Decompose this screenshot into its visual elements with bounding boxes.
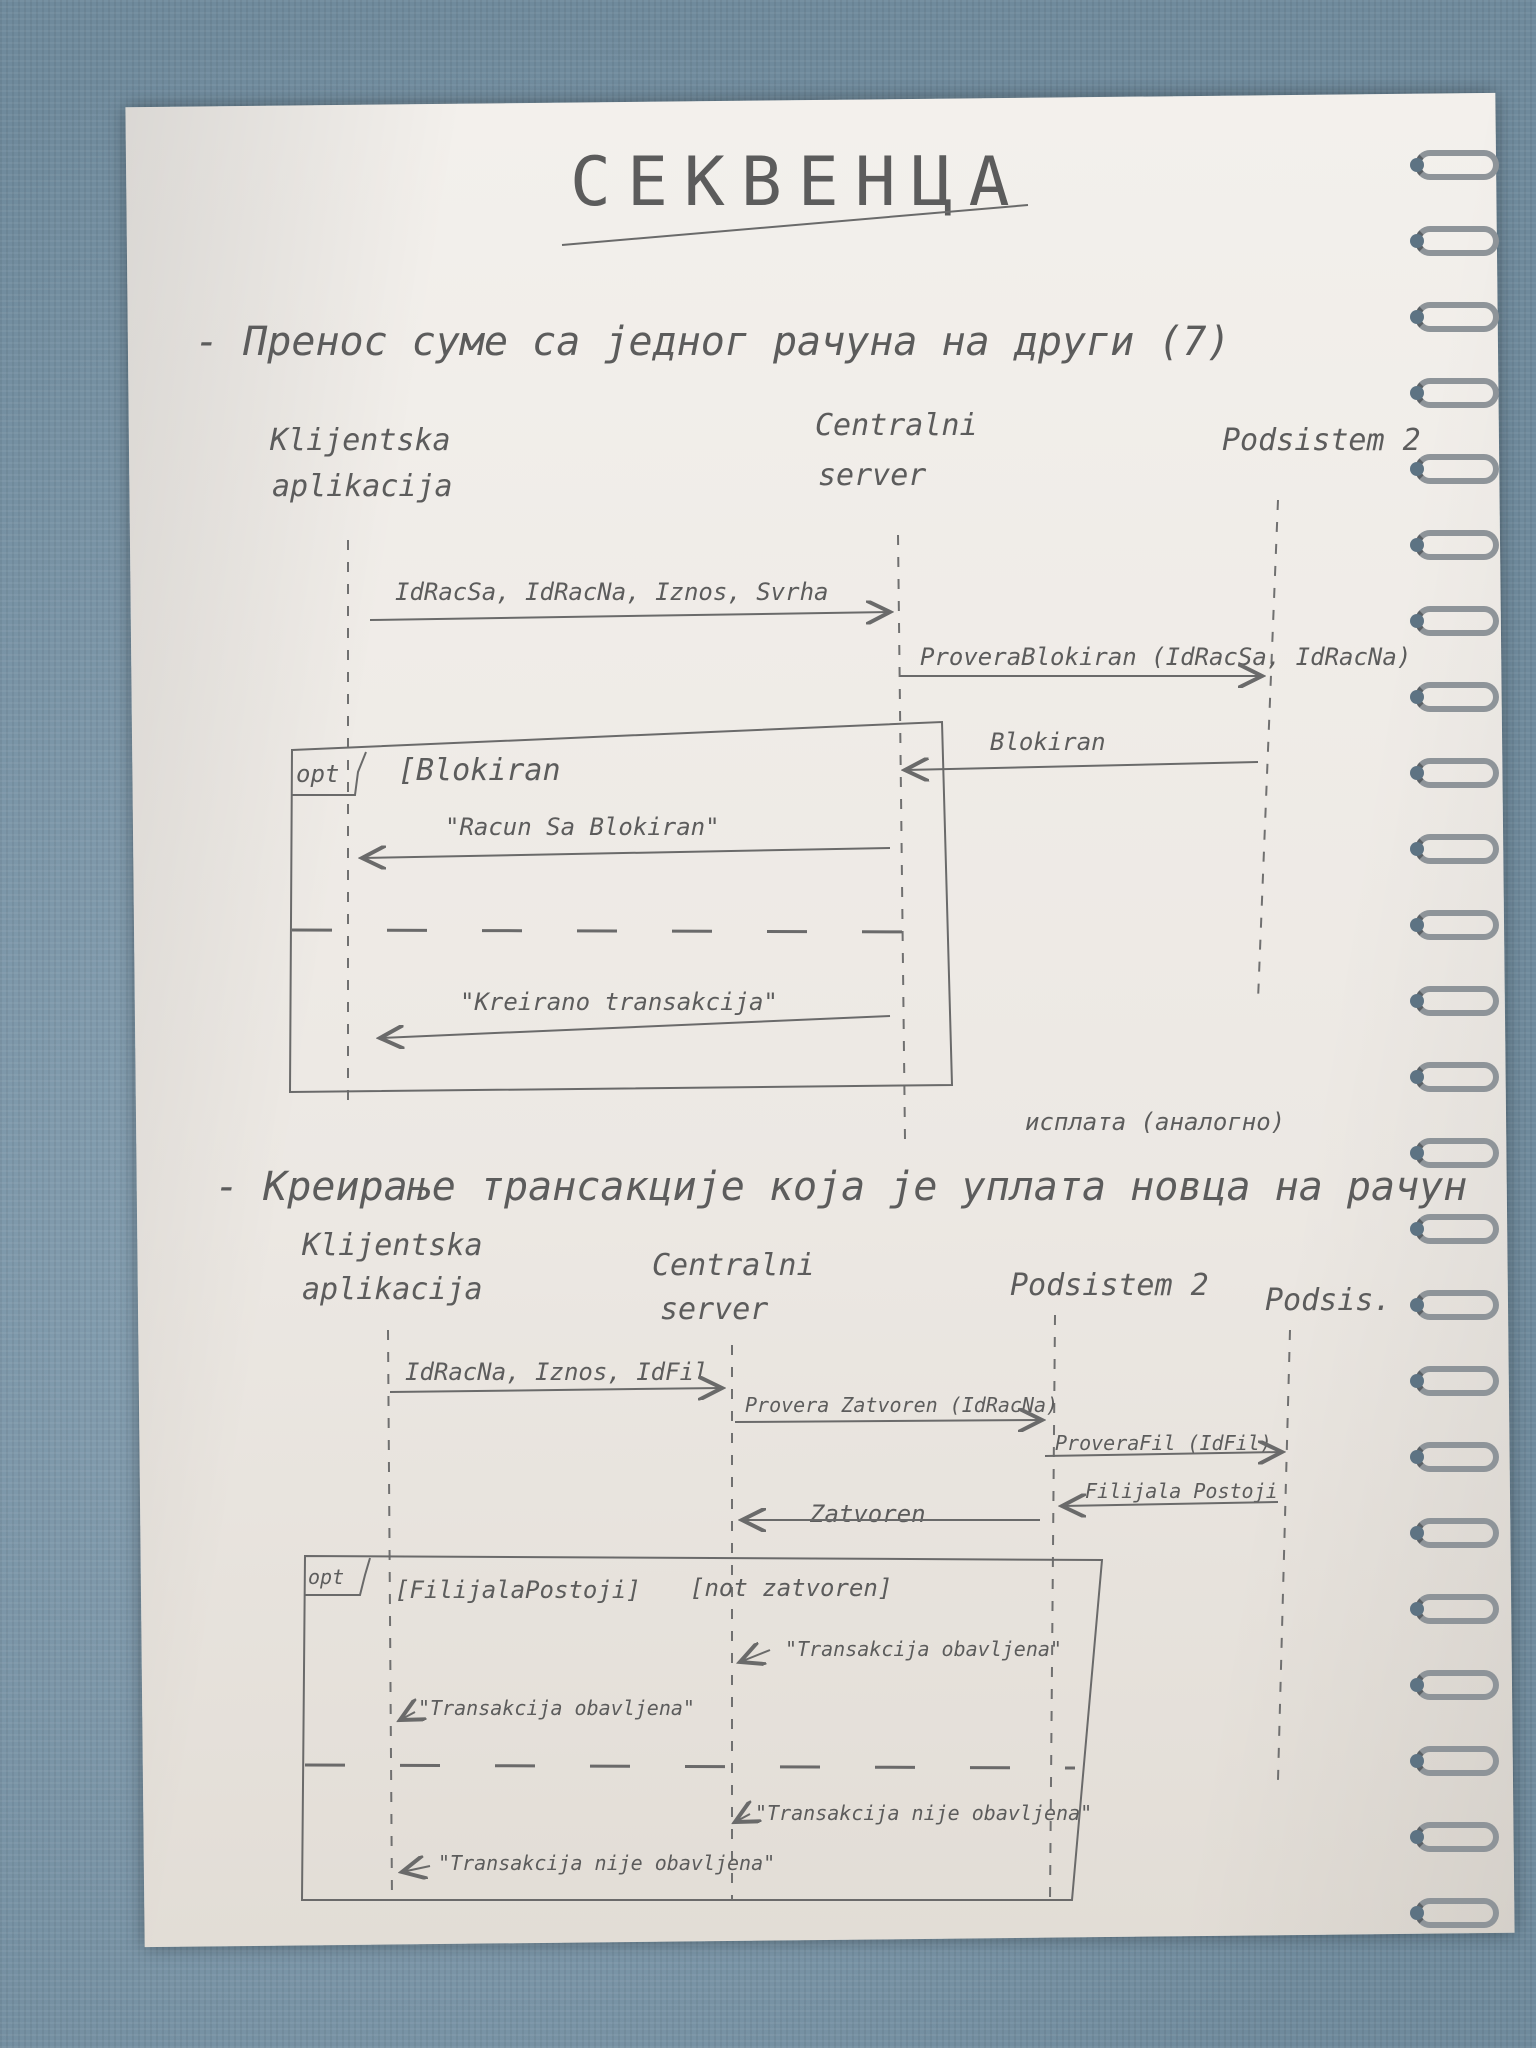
binding-hole <box>1410 1526 1424 1540</box>
s2-reply-3: "Transakcija nije obavljena" <box>755 1801 1092 1825</box>
s2-message-2: Provera Zatvoren (IdRacNa) <box>745 1393 1058 1417</box>
s2-server-line2: server <box>660 1292 768 1327</box>
s1-server-line2: server <box>818 458 926 493</box>
binding-hole <box>1410 842 1424 856</box>
s2-reply-arrow-3 <box>735 1814 750 1822</box>
binding-hole <box>1410 1450 1424 1464</box>
binding-hole <box>1410 234 1424 248</box>
s1-lifeline-podsistem-label: Podsistem 2 <box>1222 423 1421 458</box>
s2-reply-arrow-1 <box>740 1650 771 1662</box>
s2-arrow-3 <box>1044 1452 1282 1456</box>
binding-hole <box>1410 1070 1424 1084</box>
s2-server-line1: Centralni <box>652 1248 815 1283</box>
s2-arrow-2 <box>734 1420 1042 1422</box>
binding-hole <box>1410 1602 1424 1616</box>
s1-arrow-3 <box>905 762 1259 770</box>
s2-client-line2: aplikacija <box>302 1272 483 1307</box>
s1-lifeline-podsistem <box>1257 499 1279 1001</box>
s2-message-3: ProveraFil (IdFil) <box>1055 1431 1272 1455</box>
s1-lifeline-server <box>897 534 906 1141</box>
binding-hole <box>1410 386 1424 400</box>
binding-hole <box>1410 1754 1424 1768</box>
s2-reply-1: "Transakcija obavljena" <box>785 1637 1062 1661</box>
s2-guard-2: [not zatvoren] <box>690 1574 892 1602</box>
s2-opt-tab <box>305 1557 371 1596</box>
section2-note: исплата (аналогно) <box>1025 1108 1285 1136</box>
binding-hole <box>1410 1830 1424 1844</box>
binding-hole <box>1410 310 1424 324</box>
s1-server-line1: Centralni <box>815 408 978 443</box>
s1-message-1: IdRacSa, IdRacNa, Iznos, Svrha <box>395 578 828 606</box>
section2-heading: - Креирање трансакције која је уплата но… <box>215 1164 1467 1210</box>
binding-hole <box>1410 994 1424 1008</box>
title-underline <box>561 204 1029 246</box>
s1-fragment-separator <box>291 928 951 934</box>
binding-hole <box>1410 690 1424 704</box>
s1-opt-fragment <box>288 720 954 1094</box>
s2-message-5: Filijala Postoji <box>1085 1479 1278 1503</box>
s1-client-line2: aplikacija <box>272 469 453 504</box>
s2-fragment-separator <box>304 1763 1076 1770</box>
s2-opt-fragment <box>300 1554 1104 1901</box>
binding-hole <box>1410 1374 1424 1388</box>
s2-reply-arrow-4 <box>402 1866 431 1872</box>
s2-reply-arrow-2 <box>400 1712 415 1720</box>
binding-hole <box>1410 462 1424 476</box>
s1-reply-1: "Racun Sa Blokiran" <box>445 813 720 841</box>
s2-lifeline-podsistem2 <box>1277 1329 1291 1781</box>
binding-hole <box>1410 158 1424 172</box>
s1-message-2: ProveraBlokiran (IdRacSa, IdRacNa) <box>920 643 1411 671</box>
s2-arrow-5 <box>1062 1502 1279 1506</box>
s1-opt-label: opt <box>296 760 339 788</box>
section1-heading: - Пренос суме са једног рачуна на други … <box>195 319 1231 365</box>
binding-hole <box>1410 1146 1424 1160</box>
s2-reply-2: "Transakcija obavljena" <box>418 1696 695 1720</box>
binding-hole <box>1410 1906 1424 1920</box>
s1-reply-arrow-2 <box>380 1015 891 1038</box>
binding-hole <box>1410 614 1424 628</box>
s2-client-line1: Klijentska <box>301 1228 483 1263</box>
page-title: СЕКВЕНЦА <box>570 143 1026 222</box>
s2-lifeline-podsistem2-label: Podsis. <box>1265 1283 1391 1318</box>
s2-lifeline-podsistem-label: Podsistem 2 <box>1010 1268 1209 1303</box>
binding-hole <box>1410 1222 1424 1236</box>
s2-guard-1: [FilijalaPostoji] <box>395 1576 641 1604</box>
s2-lifeline-podsistem <box>1049 1314 1056 1901</box>
s1-client-line1: Klijentska <box>269 423 451 458</box>
s2-arrow-1 <box>389 1388 722 1392</box>
s1-reply-arrow-1 <box>362 848 891 858</box>
s1-reply-2: "Kreirano transakcija" <box>460 988 778 1016</box>
s1-lifeline-client-label: Klijentska aplikacija <box>269 423 469 504</box>
s2-lifeline-client <box>387 1329 393 1901</box>
s2-opt-label: opt <box>308 1565 344 1589</box>
s1-guard: [Blokiran <box>398 753 561 788</box>
s2-lifeline-client-label: Klijentska aplikacija <box>301 1228 501 1307</box>
binding-hole <box>1410 766 1424 780</box>
binding-hole <box>1410 1298 1424 1312</box>
s1-message-3: Blokiran <box>990 728 1106 756</box>
s1-opt-tab <box>292 751 367 796</box>
binding-hole <box>1410 538 1424 552</box>
s2-lifeline-server-label: Centralni server <box>652 1248 833 1327</box>
binding-hole <box>1410 918 1424 932</box>
s2-reply-4: "Transakcija nije obavljena" <box>438 1851 775 1875</box>
binding-hole <box>1410 1678 1424 1692</box>
s2-message-4: Zatvoren <box>809 1500 926 1528</box>
s1-arrow-1 <box>369 612 890 620</box>
s1-lifeline-server-label: Centralni server <box>815 408 996 493</box>
s2-message-1: IdRacNa, Iznos, IdFil <box>405 1358 708 1386</box>
